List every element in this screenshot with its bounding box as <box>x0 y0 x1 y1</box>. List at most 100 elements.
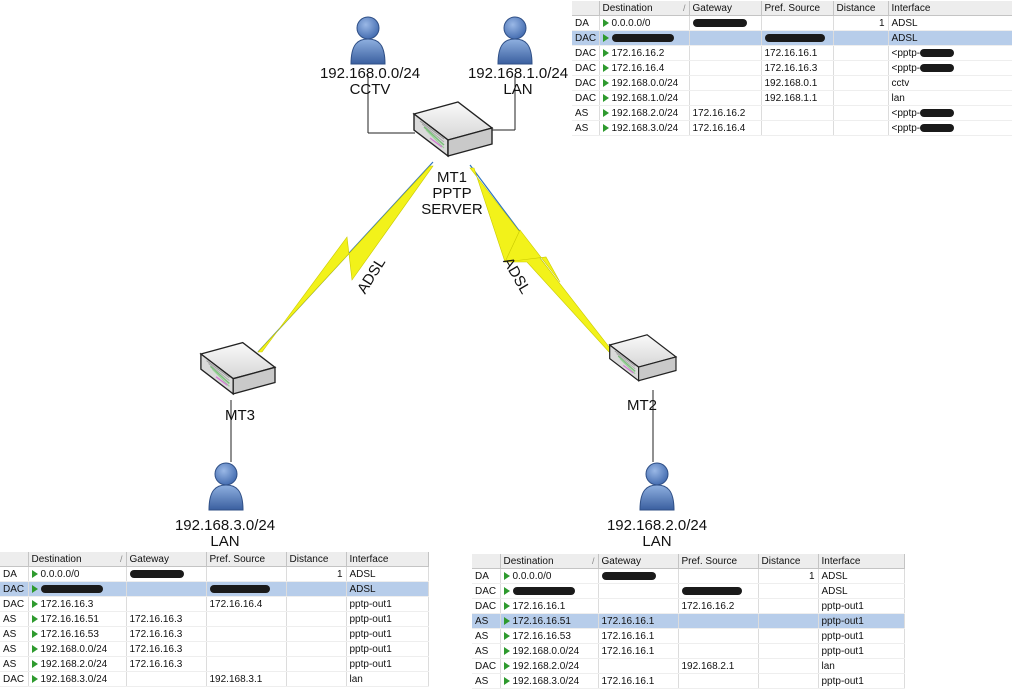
column-header[interactable] <box>472 554 501 569</box>
column-header[interactable]: Distance <box>833 1 889 16</box>
column-header[interactable]: Gateway <box>126 552 207 567</box>
route-pref-source <box>678 628 759 644</box>
route-distance: 1 <box>758 568 819 584</box>
lan2-name-label: LAN <box>642 533 672 550</box>
column-header-label: Interface <box>349 553 389 565</box>
route-destination-text: 192.168.2.0/24 <box>611 107 679 119</box>
column-header[interactable]: Pref. Source <box>678 554 759 569</box>
route-gateway-text: 172.16.16.4 <box>692 122 746 134</box>
route-destination-text: 192.168.2.0/24 <box>512 660 580 672</box>
route-pref-source <box>206 581 287 597</box>
redacted-mark-icon <box>40 584 103 593</box>
sort-indicator-icon: / <box>119 553 123 564</box>
route-interface-text: pptp-out1 <box>821 615 864 627</box>
cctv-subnet-label: 192.168.0.0/24 <box>319 65 421 82</box>
column-header[interactable]: Interface <box>818 554 905 569</box>
column-header[interactable]: Interface <box>346 552 429 567</box>
route-gateway-text: 172.16.16.2 <box>692 107 746 119</box>
route-active-icon <box>602 63 609 72</box>
route-active-icon <box>31 614 38 623</box>
cctv-name-label: CCTV <box>349 81 391 98</box>
route-active-icon <box>31 674 38 683</box>
route-gateway <box>598 598 679 614</box>
route-pref-source <box>206 566 287 582</box>
route-pref-source <box>678 673 759 689</box>
column-header[interactable] <box>0 552 29 567</box>
route-destination: 172.16.16.53 <box>500 628 599 644</box>
route-distance <box>286 656 347 672</box>
cctv-user-icon <box>350 16 386 65</box>
route-pref-source-text: 192.168.1.1 <box>764 92 818 104</box>
route-gateway <box>689 90 762 106</box>
route-pref-source <box>206 626 287 642</box>
column-header-label: Interface <box>821 555 861 567</box>
route-interface: pptp-out1 <box>818 613 905 629</box>
column-header[interactable]: Pref. Source <box>761 1 834 16</box>
column-header[interactable]: Gateway <box>689 1 762 16</box>
redacted-mark-icon <box>692 18 747 27</box>
route-active-icon <box>31 659 38 668</box>
column-header-label: Destination <box>31 553 82 565</box>
column-header[interactable]: Interface <box>888 1 1012 16</box>
mt3-router-icon <box>200 341 276 395</box>
route-destination: 172.16.16.51 <box>28 611 127 627</box>
route-interface-text: ADSL <box>891 17 918 29</box>
route-gateway <box>689 75 762 91</box>
route-gateway <box>126 566 207 582</box>
route-destination: 192.168.0.0/24 <box>28 641 127 657</box>
route-distance <box>286 671 347 687</box>
route-flags: AS <box>472 628 501 644</box>
route-active-icon <box>31 569 38 578</box>
column-header[interactable]: Destination / <box>28 552 127 567</box>
route-interface: ADSL <box>346 581 429 597</box>
route-destination-text: 172.16.16.53 <box>40 628 99 640</box>
route-active-icon <box>31 599 38 608</box>
route-distance <box>758 583 819 599</box>
route-active-icon <box>503 646 510 655</box>
route-destination: 172.16.16.2 <box>599 45 690 61</box>
route-pref-source-text: 192.168.3.1 <box>209 673 263 685</box>
route-interface: ADSL <box>818 568 905 584</box>
route-active-icon <box>31 584 38 593</box>
column-header[interactable]: Gateway <box>598 554 679 569</box>
column-header[interactable]: Pref. Source <box>206 552 287 567</box>
route-active-icon <box>503 586 510 595</box>
route-pref-source <box>761 120 834 136</box>
route-active-icon <box>503 616 510 625</box>
route-flags: DAC <box>0 671 29 687</box>
column-header[interactable]: Distance <box>286 552 347 567</box>
column-header[interactable]: Destination/ <box>500 554 599 569</box>
column-header[interactable] <box>572 1 600 16</box>
column-header[interactable]: Distance <box>758 554 819 569</box>
column-header[interactable]: Destination/ <box>599 1 690 16</box>
route-flags: DAC <box>572 90 600 106</box>
route-destination-text: 172.16.16.1 <box>512 600 566 612</box>
route-distance <box>758 598 819 614</box>
